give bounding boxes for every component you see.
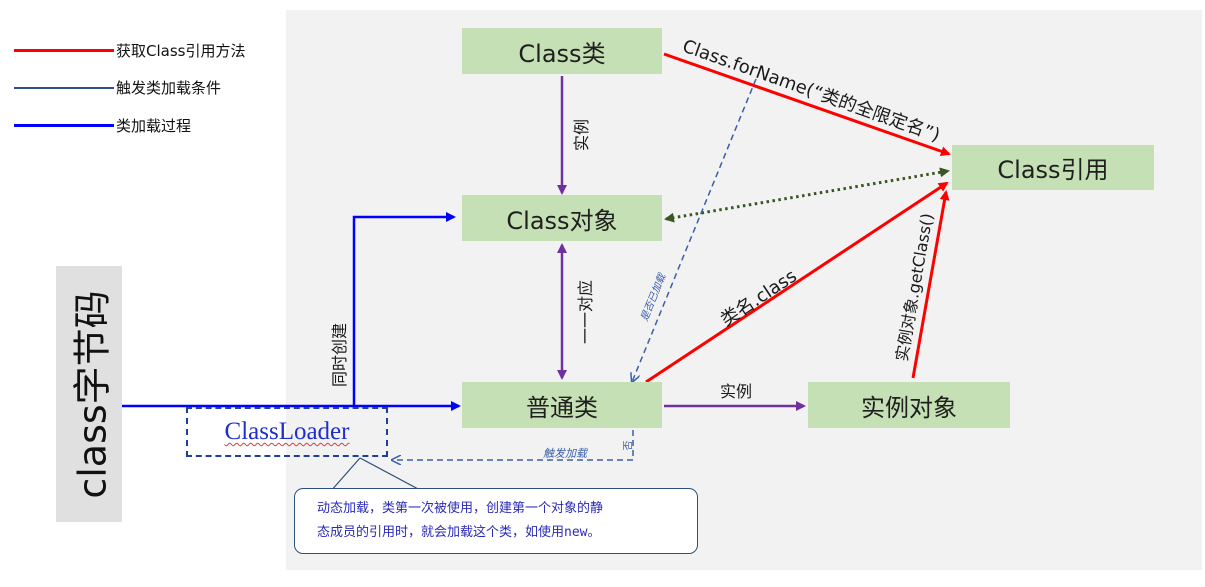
note-pointer-2	[359, 457, 421, 491]
note-line-1: 动态加载，类第一次被使用，创建第一个对象的静	[317, 501, 604, 516]
note-pointer	[329, 457, 361, 493]
node-class-ref-label: Class引用	[997, 156, 1109, 184]
legend-swatch-red	[14, 49, 114, 52]
edge-trigger-load	[392, 430, 634, 460]
label-one-to-one: 一一对应	[576, 279, 595, 345]
note-callout: 动态加载，类第一次被使用，创建第一个对象的静 态成员的引用时，就会加载这个类，如…	[294, 488, 698, 554]
node-class-object: Class对象	[462, 195, 662, 241]
legend-label-dashed: 触发类加载条件	[116, 79, 222, 97]
diagram-panel	[286, 10, 1202, 570]
legend-item-dashed: 触发类加载条件	[14, 77, 221, 98]
node-class-object-label: Class对象	[506, 206, 618, 235]
edge-create-class-object	[352, 212, 456, 406]
node-normal-class: 普通类	[462, 382, 662, 428]
legend-label-red: 获取Class引用方法	[116, 42, 246, 60]
legend-item-red: 获取Class引用方法	[14, 40, 245, 61]
label-created-simultaneously: 同时创建	[330, 322, 349, 388]
node-classloader: ClassLoader	[186, 407, 388, 457]
node-class-ref: Class引用	[952, 145, 1154, 190]
legend-label-blue: 类加载过程	[116, 117, 192, 135]
legend-swatch-dashed	[14, 86, 114, 89]
edge-forname	[663, 52, 951, 157]
node-instance-object-label: 实例对象	[861, 393, 957, 422]
node-class-type-label: Class类	[518, 39, 606, 68]
legend-swatch-blue	[14, 124, 114, 127]
node-instance-object: 实例对象	[808, 382, 1010, 428]
label-instantiate: 实例	[720, 382, 753, 401]
node-class-bytecode: class字节码	[56, 266, 122, 522]
edge-classname-class	[645, 181, 949, 384]
edge-getclass	[911, 190, 950, 379]
node-normal-class-label: 普通类	[526, 393, 598, 422]
node-class-type: Class类	[462, 28, 662, 74]
legend-item-blue: 类加载过程	[14, 115, 191, 136]
node-classloader-label: ClassLoader	[224, 418, 350, 445]
edge-is-loaded	[632, 78, 757, 382]
label-instance-of-class: 实例	[572, 118, 591, 152]
label-no: 否	[623, 440, 635, 451]
label-trigger-load: 触发加载	[543, 447, 587, 460]
note-line-2: 态成员的引用时，就会加载这个类，如使用new。	[317, 525, 601, 540]
